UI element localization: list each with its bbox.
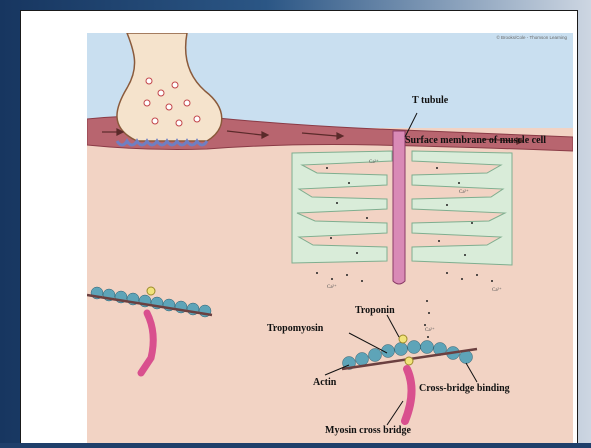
label-myosin-cross-bridge: Myosin cross bridge	[325, 425, 411, 436]
muscle-excitation-diagram: Ca²⁺ Ca²⁺ Ca²⁺ Ca²⁺ Ca²⁺	[87, 33, 573, 443]
label-tropomyosin: Tropomyosin	[267, 323, 324, 334]
t-tubule	[393, 131, 405, 284]
slide-page: Ca²⁺ Ca²⁺ Ca²⁺ Ca²⁺ Ca²⁺	[20, 10, 578, 443]
label-actin: Actin	[313, 377, 337, 388]
label-cross-bridge-binding: Cross-bridge binding	[419, 383, 510, 394]
image-credit: © Brooks/Cole - Thomson Learning	[496, 35, 567, 40]
label-t-tubule: T tubule	[412, 95, 449, 106]
calcium-label: Ca²⁺	[459, 189, 469, 195]
calcium-label: Ca²⁺	[492, 287, 502, 293]
label-troponin: Troponin	[355, 305, 395, 316]
calcium-label: Ca²⁺	[369, 159, 379, 165]
calcium-label: Ca²⁺	[425, 327, 435, 333]
calcium-label: Ca²⁺	[327, 284, 337, 290]
diagram-canvas: Ca²⁺ Ca²⁺ Ca²⁺ Ca²⁺ Ca²⁺	[87, 33, 573, 443]
label-surface-membrane: Surface membrane of muscle cell	[405, 135, 546, 146]
